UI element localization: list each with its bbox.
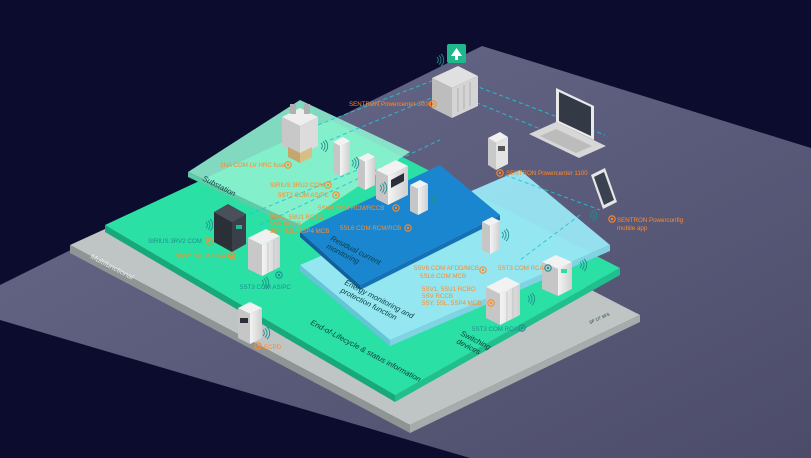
label-rca-bottom: 5ST3 COM RCA bbox=[472, 326, 519, 333]
label-powercenter-3000: SENTRON Powercenter 3000 bbox=[349, 101, 432, 108]
powercenter-3000-device bbox=[432, 66, 478, 118]
rca-device-top bbox=[542, 255, 572, 296]
rcm-device bbox=[410, 180, 428, 215]
tablet-icon bbox=[591, 168, 617, 209]
label-powercenter-1100: SENTRON Powercenter 1100 bbox=[506, 170, 588, 177]
afdd-device bbox=[482, 217, 500, 254]
label-rcbo-stack-3: 5SY, 5SL, 5SP4 MCB bbox=[270, 228, 329, 235]
label-rca-top: 5ST3 COM RCA bbox=[498, 265, 545, 272]
label-rcbo-right-2: 5SV RCCB bbox=[422, 293, 453, 300]
sirius-3ru2-device bbox=[333, 137, 350, 176]
label-ast3-apc-top: 5ST3 COM AS/PC bbox=[278, 192, 329, 199]
label-sm-com: 5SV8 COM RCM/RCCB bbox=[318, 205, 384, 212]
label-hrc-fuse: 3NA COM LV HRC fuse bbox=[220, 162, 286, 169]
label-sirius-3rv2: SIRIUS 3RV2 COM bbox=[148, 238, 202, 245]
label-rcbo-right-3: 5SY, 5SL, 5SP4 MCB bbox=[422, 300, 481, 307]
label-powerconfig-1: SENTRON Powerconfig bbox=[617, 217, 684, 224]
powercenter-1100-device bbox=[488, 132, 508, 170]
switching-devices-layer bbox=[300, 170, 610, 340]
residual-current-layer bbox=[300, 165, 500, 285]
label-rcbo-right-1: 5SV1, 5SU1 RCBO bbox=[422, 286, 476, 293]
laptop-icon bbox=[529, 88, 606, 158]
cloud-server-icon bbox=[447, 44, 466, 63]
wifi-icon bbox=[436, 53, 445, 67]
label-rcbo-stack-1: 5SV1, 5SU1 RCBO bbox=[270, 214, 324, 221]
label-circuit-breaker: 3RV2 circuit breaker bbox=[176, 253, 232, 260]
label-afdd-1: 5SV6 COM AFDD/MCB, bbox=[414, 265, 481, 272]
ecpd-device bbox=[238, 302, 262, 344]
label-ast3-apc-bottom: 5ST3 COM AS/PC bbox=[240, 284, 291, 291]
label-rcbo-stack-2: 5SV RCCB bbox=[270, 221, 301, 228]
ast3-apc-device-top bbox=[358, 153, 375, 190]
energy-meter-device bbox=[376, 160, 408, 205]
label-afdd-2: 5SL6 COM MCB bbox=[420, 273, 466, 280]
sirius-3rv2-device bbox=[214, 204, 246, 252]
label-sm-com-2: 5SL6 COM RCM/RCB bbox=[340, 225, 401, 232]
label-ecpd: ECPD bbox=[264, 344, 282, 351]
hrc-fuse-device bbox=[282, 104, 318, 163]
label-powerconfig-2: mobile app bbox=[617, 225, 648, 232]
mcb-stack-left bbox=[248, 229, 280, 276]
label-sirius-3ru2: SIRIUS 3RU2 COM bbox=[270, 182, 324, 189]
